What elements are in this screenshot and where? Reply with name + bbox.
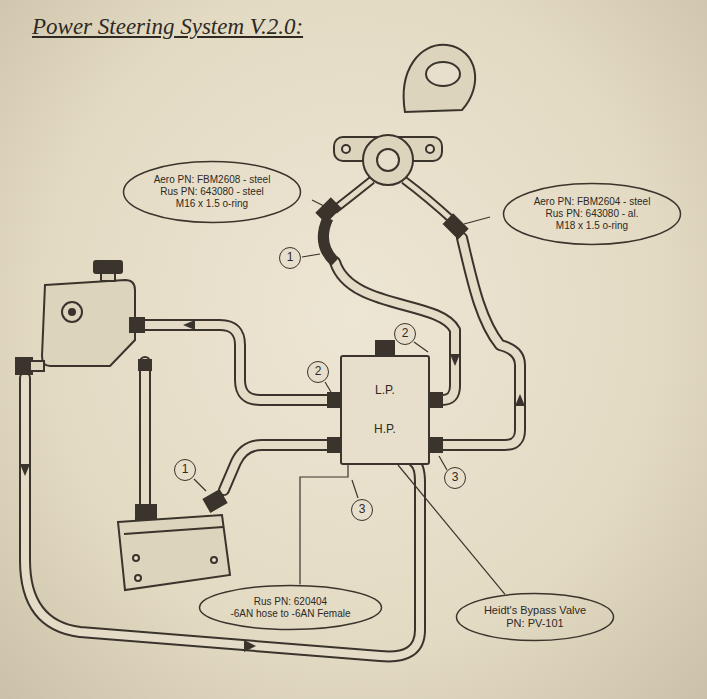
node-text: -6AN hose to -6AN Female bbox=[230, 608, 350, 620]
node-text: M16 x 1.5 o-ring bbox=[176, 198, 248, 210]
valve-knob bbox=[376, 341, 394, 355]
leader-line bbox=[325, 382, 331, 392]
callout-number: 1 bbox=[174, 459, 196, 481]
callout-ellipse-outline bbox=[200, 586, 382, 630]
fitting bbox=[430, 438, 442, 452]
node-text: Heidt's Bypass Valve bbox=[484, 604, 586, 617]
fitting bbox=[130, 318, 144, 332]
pump bbox=[118, 490, 230, 590]
callout-number: 2 bbox=[394, 323, 416, 345]
node-text: M18 x 1.5 o-ring bbox=[556, 220, 628, 232]
node-text: Rus PN: 620404 bbox=[254, 596, 327, 608]
hose-inner bbox=[442, 238, 520, 445]
elbow-fitting bbox=[323, 218, 335, 262]
pump-edge bbox=[124, 527, 223, 534]
callout-ellipse: Rus PN: 620404-6AN hose to -6AN Female bbox=[198, 584, 383, 631]
flow-arrow bbox=[244, 640, 256, 652]
callout-ellipse: Aero PN: FBM2604 - steelRus PN: 643080 -… bbox=[502, 182, 682, 246]
pump-bolt bbox=[211, 557, 217, 563]
pinion-leg-inner bbox=[404, 180, 452, 220]
callout-ellipse-outline bbox=[124, 162, 301, 223]
callout-ellipse-outline bbox=[504, 184, 681, 245]
reservoir bbox=[16, 261, 151, 374]
leader-line bbox=[194, 479, 206, 491]
reservoir-gauge-center bbox=[69, 309, 75, 315]
pump-bolt bbox=[135, 575, 141, 581]
fitting bbox=[444, 215, 467, 238]
callout-number: 2 bbox=[307, 361, 329, 383]
pinion-ring bbox=[363, 135, 413, 185]
leader-line bbox=[414, 342, 428, 352]
callout-ellipse-outline bbox=[457, 594, 614, 641]
leader-lines bbox=[194, 200, 490, 498]
leader-line bbox=[352, 480, 358, 498]
fitting bbox=[136, 505, 156, 519]
pinion-leg bbox=[404, 180, 452, 220]
bypass-valve-box: L.P. H.P. bbox=[340, 355, 430, 465]
callout-ellipse: Heidt's Bypass ValvePN: PV-101 bbox=[455, 592, 615, 642]
node-text: PN: PV-101 bbox=[506, 617, 563, 630]
reservoir-gauge bbox=[62, 302, 82, 322]
callout-ellipse: Aero PN: FBM2608 - steelRus PN: 643080 -… bbox=[122, 160, 302, 224]
node-text: H.P. bbox=[374, 422, 396, 436]
leader-line bbox=[439, 456, 447, 470]
pinion-bore bbox=[377, 149, 399, 171]
node-text: Rus PN: 643080 - al. bbox=[546, 208, 639, 220]
steering-pinion bbox=[317, 45, 475, 262]
flow-arrow bbox=[450, 354, 460, 366]
fitting bbox=[430, 393, 442, 407]
flow-arrow bbox=[183, 320, 195, 330]
pinion-leg-inner bbox=[334, 180, 372, 210]
flow-arrow bbox=[20, 464, 30, 476]
hose-outline bbox=[224, 445, 328, 490]
node-text: Aero PN: FBM2608 - steel bbox=[154, 174, 271, 186]
pinion-leg bbox=[334, 180, 372, 210]
fitting bbox=[328, 393, 340, 407]
reservoir-cap bbox=[94, 261, 122, 273]
leader-line bbox=[464, 217, 490, 224]
pump-body bbox=[118, 515, 230, 590]
leader-line bbox=[312, 200, 324, 206]
hoses bbox=[25, 238, 520, 656]
pump-bolt bbox=[133, 555, 139, 561]
fitting bbox=[328, 438, 340, 452]
flow-arrow bbox=[515, 394, 525, 406]
mounting-tab bbox=[404, 45, 475, 112]
node-text: Aero PN: FBM2604 - steel bbox=[534, 196, 651, 208]
callout-number: 1 bbox=[279, 247, 301, 269]
reservoir-outlet bbox=[30, 361, 44, 371]
callout-number: 3 bbox=[444, 467, 466, 489]
mounting-hole bbox=[426, 62, 460, 86]
flow-arrows bbox=[20, 320, 525, 652]
clamp-bolt bbox=[342, 145, 350, 153]
leader-line bbox=[302, 254, 320, 257]
hose-inner bbox=[224, 445, 328, 490]
leader-connector bbox=[300, 465, 348, 585]
hose-outline bbox=[139, 362, 151, 512]
node-text: Rus PN: 643080 - steel bbox=[160, 186, 263, 198]
hose-inner bbox=[144, 325, 328, 400]
hose-outline bbox=[144, 325, 328, 400]
clamp-bolt bbox=[426, 145, 434, 153]
elbow-fitting bbox=[204, 490, 227, 511]
diagram-title: Power Steering System V.2.0: bbox=[32, 14, 303, 40]
leader-connector bbox=[398, 465, 505, 594]
hose-inner bbox=[141, 362, 149, 512]
node-text: L.P. bbox=[375, 383, 395, 397]
reservoir-body bbox=[42, 280, 135, 366]
callout-number: 3 bbox=[351, 499, 373, 521]
hose-outline bbox=[442, 238, 520, 445]
fitting bbox=[139, 360, 151, 370]
